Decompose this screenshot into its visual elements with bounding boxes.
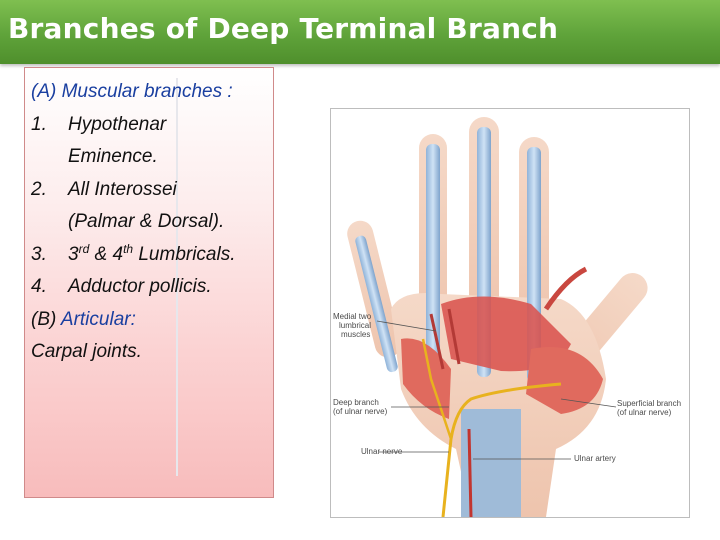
label-deep-2: (of ulnar nerve)	[333, 407, 388, 416]
ulnar-nerve-branches	[421, 338, 562, 517]
list-item: 4. Adductor pollicis.	[31, 271, 279, 304]
section-b-heading: (B) Articular:	[31, 308, 136, 330]
list-item-number: 4.	[31, 276, 47, 297]
hand-illustration: Medial two lumbrical muscles Deep branch…	[333, 117, 681, 517]
hand-anatomy-figure: Medial two lumbrical muscles Deep branch…	[330, 108, 690, 518]
content-list: (A) Muscular branches : 1. Hypothenar Emi…	[31, 76, 279, 369]
label-medial-1: Medial two	[333, 312, 372, 321]
leader-lines	[376, 320, 617, 460]
list-item: 1. Hypothenar	[31, 109, 279, 142]
list-item-text: 3rd & 4th Lumbricals.	[68, 241, 236, 265]
list-item: 2. All Interossei	[31, 174, 279, 207]
label-ulnar-nerve: Ulnar nerve	[361, 447, 403, 456]
label-deep-1: Deep branch	[333, 398, 379, 407]
list-item-text: Hypothenar	[68, 113, 167, 135]
list-item: 3. 3rd & 4th Lumbricals.	[31, 239, 279, 272]
label-superficial-2: (of ulnar nerve)	[617, 408, 672, 417]
section-b-text: Carpal joints.	[31, 341, 142, 362]
list-item-number: 2.	[31, 178, 47, 200]
list-item-number: 1.	[31, 113, 47, 135]
section-a-heading: (A) Muscular branches :	[31, 81, 233, 102]
label-medial-2: lumbrical	[339, 321, 371, 330]
text-panel	[24, 67, 274, 498]
label-superficial-1: Superficial branch	[617, 399, 681, 408]
panel-divider	[176, 78, 178, 476]
section-b-label: Articular:	[60, 308, 136, 330]
slide-title: Branches of Deep Terminal Branch	[8, 12, 559, 45]
label-ulnar-artery: Ulnar artery	[574, 454, 616, 463]
list-item-continuation: (Palmar & Dorsal).	[68, 211, 225, 232]
list-item-continuation: Eminence.	[68, 146, 158, 167]
label-medial-3: muscles	[341, 330, 370, 339]
list-item-text: Adductor pollicis.	[68, 276, 212, 297]
title-bar: Branches of Deep Terminal Branch	[0, 0, 720, 64]
list-item-number: 3.	[31, 243, 47, 265]
list-item-text: All Interossei	[68, 178, 177, 200]
